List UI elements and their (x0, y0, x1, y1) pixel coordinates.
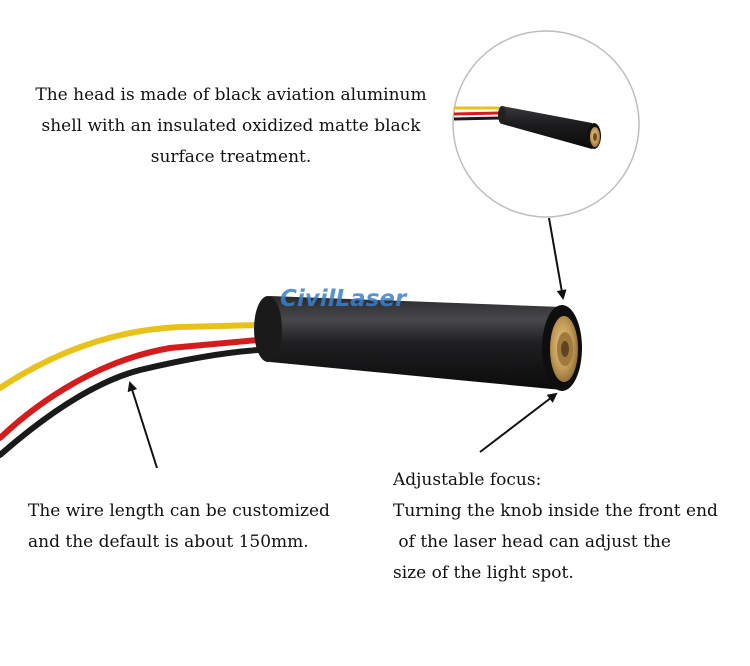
arrow-to-wire (127, 381, 158, 469)
wire-description-line: and the default is about 150mm. (28, 532, 309, 552)
focus-description-line: Turning the knob inside the front end (393, 501, 718, 521)
wire-description-line: The wire length can be customized (28, 501, 330, 521)
black-wire (0, 347, 261, 458)
yellow-wire (0, 322, 261, 391)
focus-description-line: size of the light spot. (393, 563, 574, 583)
head-description-line: surface treatment. (150, 147, 312, 167)
focus-description: Adjustable focus: Turning the knob insid… (393, 465, 718, 589)
red-wire (0, 337, 261, 441)
head-description: The head is made of black aviation alumi… (0, 80, 462, 173)
wires (0, 322, 261, 458)
head-description-line: The head is made of black aviation alumi… (35, 85, 427, 105)
laser-head (254, 296, 582, 391)
arrow-to-front (548, 217, 567, 300)
arrow-to-knob (479, 392, 558, 453)
brand-watermark: CivilLaser (280, 286, 408, 312)
inset-circle (452, 30, 640, 218)
focus-description-line: of the laser head can adjust the (393, 532, 671, 552)
wire-description: The wire length can be customized and th… (28, 496, 330, 558)
focus-description-title: Adjustable focus: (393, 470, 542, 490)
head-description-line: shell with an insulated oxidized matte b… (41, 116, 421, 136)
